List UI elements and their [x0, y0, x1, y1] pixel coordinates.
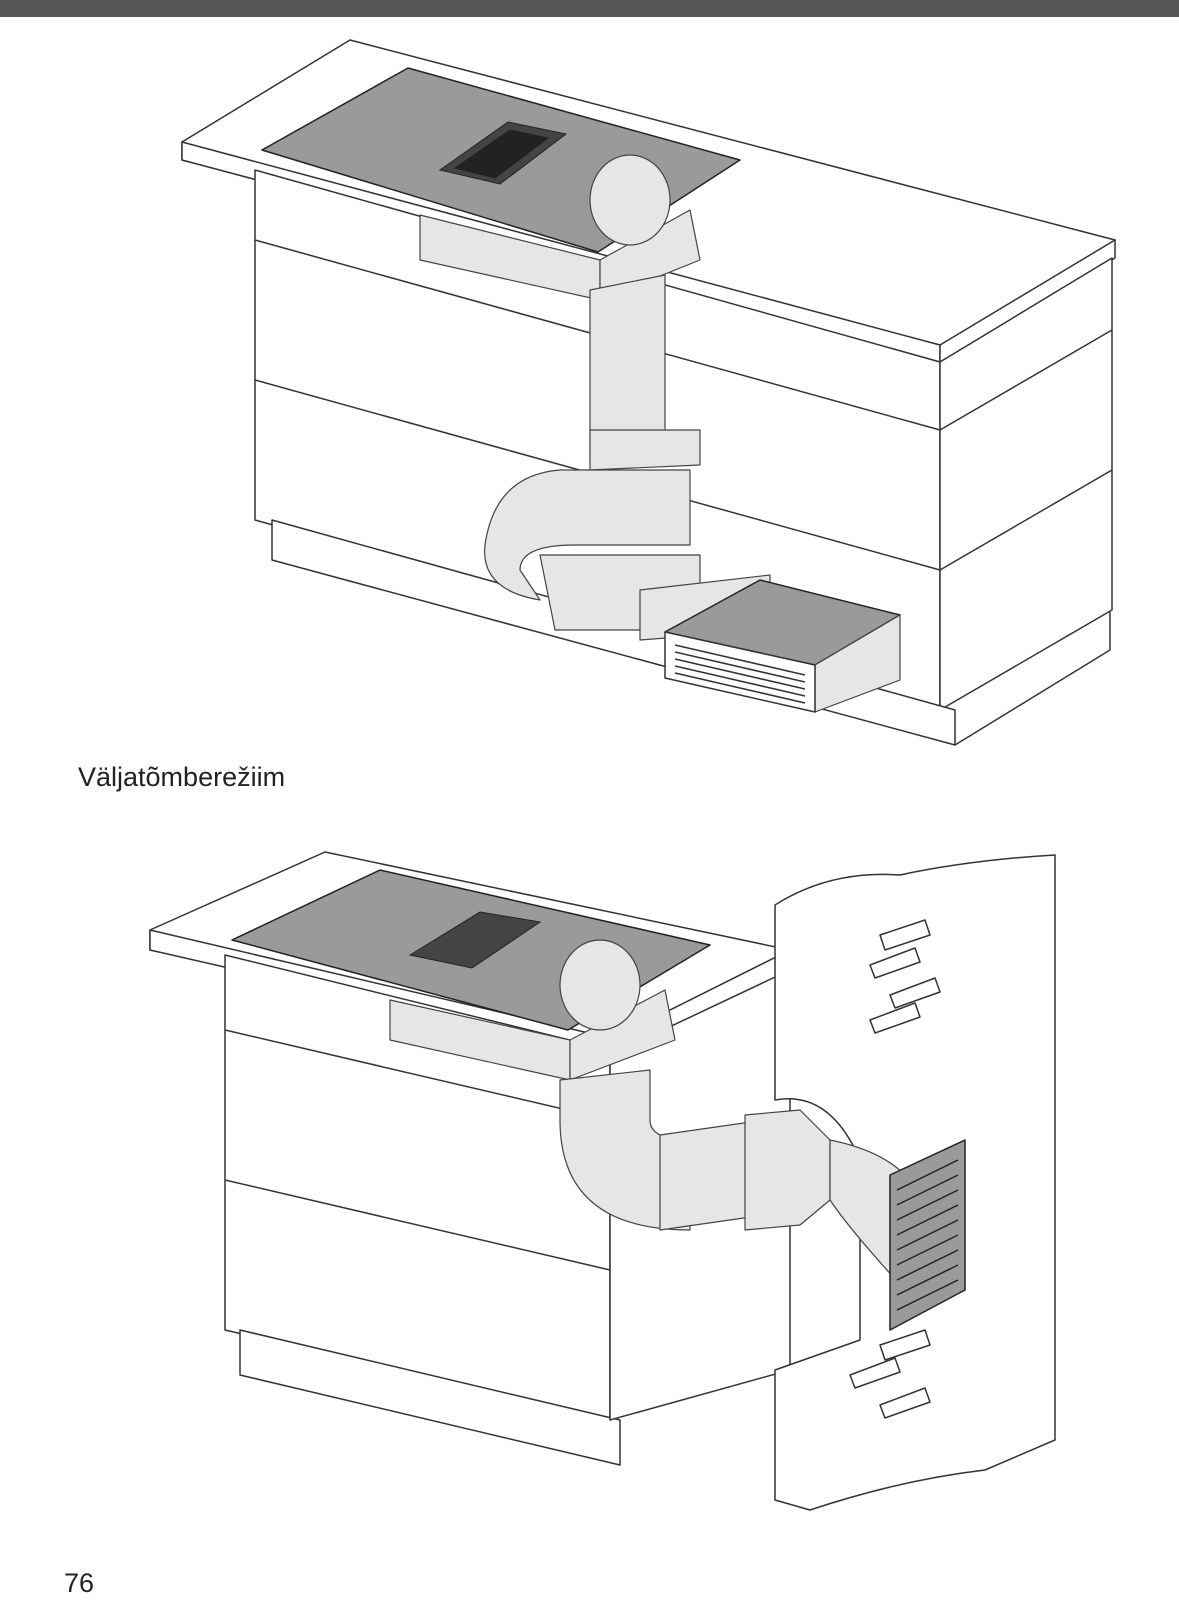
- plinth-vent-box: [664, 579, 901, 713]
- extraction-installation-illustration: [149, 851, 1056, 1511]
- duct-recirculation: [484, 274, 771, 641]
- page-number: 76: [64, 1568, 95, 1598]
- extractor-unit: [389, 939, 676, 1081]
- brick-pattern: [849, 919, 941, 1419]
- recirculation-installation-illustration: [181, 39, 1116, 746]
- wall-vent-grille: [889, 1139, 966, 1331]
- extractor-unit: [419, 154, 701, 301]
- duct-extraction: [559, 1069, 906, 1291]
- section-heading-extraction-mode: Väljatõmberežiim: [78, 762, 286, 792]
- header-bar: [0, 0, 1179, 17]
